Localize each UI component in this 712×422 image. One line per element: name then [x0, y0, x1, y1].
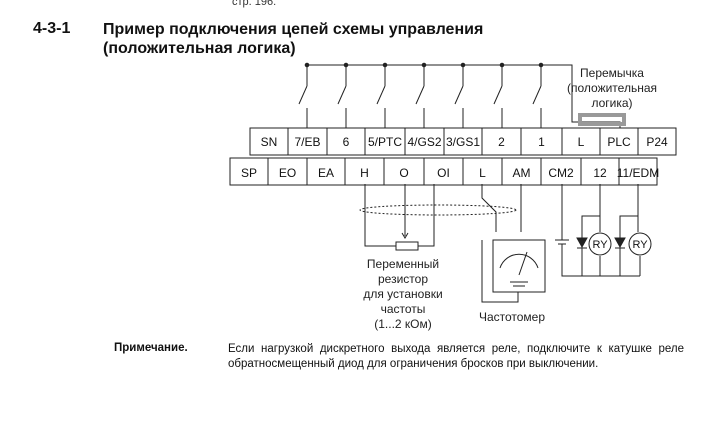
terminal-label: SN: [261, 135, 278, 149]
terminal-bottom: CM2: [540, 157, 582, 186]
terminal-label: 6: [343, 135, 350, 149]
section-number: 4-3-1: [33, 20, 71, 37]
terminal-label: OI: [437, 166, 450, 180]
terminal-top: L: [561, 127, 601, 156]
terminal-label: PLC: [607, 135, 631, 149]
terminal-row-top: SN 7/EB 6 5/PTC 4/GS2 3/GS1 2 1 L PLC P24: [249, 127, 677, 156]
jumper-label: Перемычка (положительная логика): [567, 66, 657, 110]
note-text: Если нагрузкой дискретного выхода являет…: [228, 343, 684, 370]
terminal-bottom: AM: [501, 157, 542, 186]
terminal-label: 3/GS1: [446, 135, 480, 149]
analog-wiring: [359, 184, 546, 303]
terminal-bottom: L: [462, 157, 503, 186]
terminal-top: 2: [481, 127, 522, 156]
terminal-bottom: 11/EDM: [617, 157, 659, 186]
terminal-label: 1: [538, 135, 545, 149]
terminal-label: CM2: [548, 166, 574, 180]
relay-coil-icon-1: [588, 232, 612, 256]
terminal-label: EO: [279, 166, 296, 180]
terminal-top: 1: [520, 127, 563, 156]
terminal-label: P24: [646, 135, 668, 149]
resistor-label: Переменный резистор для установки частот…: [363, 257, 443, 331]
terminal-label: L: [479, 166, 486, 180]
terminal-bottom: SP: [229, 157, 269, 186]
variable-resistor-icon: [395, 241, 419, 251]
terminal-bottom: O: [383, 157, 425, 186]
terminal-label: 2: [498, 135, 505, 149]
terminal-top: 5/PTC: [364, 127, 406, 156]
terminal-label: 4/GS2: [407, 135, 441, 149]
terminal-top: 6: [326, 127, 366, 156]
terminal-bottom: EO: [267, 157, 308, 186]
relay-coil-icon-2: [628, 232, 652, 256]
shield-ellipse: [359, 204, 517, 216]
switch-icon: [376, 85, 386, 105]
diode-icon-1: [576, 237, 588, 249]
terminal-top: P24: [637, 127, 677, 156]
switch-icon: [298, 85, 308, 105]
terminal-label: SP: [241, 166, 257, 180]
frequency-meter-icon: [492, 239, 546, 293]
terminal-top: 4/GS2: [404, 127, 445, 156]
terminal-top: PLC: [599, 127, 639, 156]
terminal-label: 11/EDM: [617, 166, 659, 180]
terminal-top: 7/EB: [287, 127, 328, 156]
section-title: Пример подключения цепей схемы управлени…: [103, 20, 483, 58]
terminal-label: EA: [318, 166, 334, 180]
switch-icon: [415, 85, 425, 105]
switch-icon: [532, 85, 542, 105]
switch-icon: [454, 85, 464, 105]
relay-label-2: RY: [632, 239, 648, 251]
terminal-label: AM: [513, 166, 531, 180]
frequency-meter-label: Частотомер: [478, 310, 546, 324]
terminal-label: 12: [593, 166, 607, 180]
terminal-label: L: [578, 135, 585, 149]
terminal-label: 7/EB: [294, 135, 320, 149]
terminal-bottom: 12: [580, 157, 620, 186]
terminal-label: H: [360, 166, 369, 180]
jumper-bar: [578, 113, 626, 126]
diode-icon-2: [614, 237, 626, 249]
page-reference: стр. 196.: [232, 0, 277, 8]
relay-label-1: RY: [592, 239, 608, 251]
terminal-top: SN: [249, 127, 289, 156]
terminal-label: 5/PTC: [368, 135, 402, 149]
terminal-bottom: H: [344, 157, 385, 186]
terminal-bottom: EA: [306, 157, 346, 186]
terminal-row-bottom: SP EO EA H O OI L AM CM2 12 11/EDM: [229, 157, 659, 186]
input-switches: [298, 62, 621, 128]
note-label: Примечание.: [114, 342, 188, 354]
terminal-top: 3/GS1: [443, 127, 483, 156]
section-title-line2: (положительная логика): [103, 40, 296, 57]
terminal-label: O: [399, 166, 408, 180]
section-title-line1: Пример подключения цепей схемы управлени…: [103, 21, 484, 38]
switch-icon: [337, 85, 347, 105]
terminal-bottom: OI: [423, 157, 464, 186]
switch-icon: [493, 85, 503, 105]
output-relays: [555, 184, 652, 277]
